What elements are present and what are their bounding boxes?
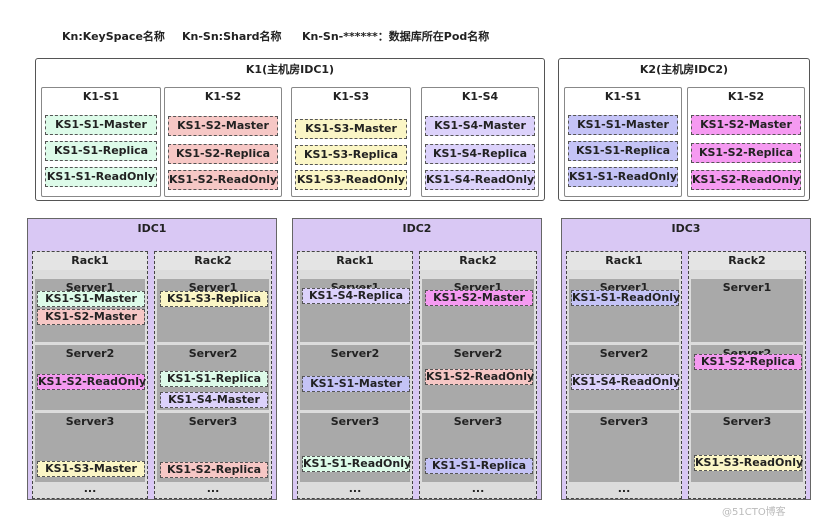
- keyspace-k2-box: K2(主机房IDC2) K1-S1 KS1-S1-Master KS1-S1-R…: [558, 58, 810, 201]
- idc2-rack2-server1: Server1: [422, 278, 534, 342]
- idc3-rack1: Rack1 Server1 Server2 Server3 KS1-S1-Rea…: [566, 251, 682, 499]
- pod-ks1-s1-replica: KS1-S1-Replica: [568, 141, 678, 161]
- pod-ks1-s2-replica: KS1-S2-Replica: [160, 462, 268, 478]
- pod-ks1-s4-replica: KS1-S4-Replica: [302, 288, 410, 304]
- idc2-box: IDC2 Rack1 Server1 Server2 Server3 KS1-S…: [292, 218, 542, 500]
- server-title: Server1: [188, 281, 238, 294]
- idc3-rack1-server3: Server3: [569, 412, 679, 482]
- rack-title: Rack2: [689, 252, 805, 270]
- pod-ks1-s4-readonly: KS1-S4-ReadOnly: [425, 170, 535, 190]
- pod-ks1-s1-readonly: KS1-S1-ReadOnly: [568, 167, 678, 187]
- pod-ks1-s1-master: KS1-S1-Master: [45, 115, 157, 135]
- server-title: Server2: [188, 347, 238, 360]
- pod-ks1-s2-master: KS1-S2-Master: [691, 115, 801, 135]
- shard-k1-s4: K1-S4 KS1-S4-Master KS1-S4-Replica KS1-S…: [421, 87, 539, 197]
- pod-ks1-s1-master: KS1-S1-Master: [568, 115, 678, 135]
- pod-ks1-s1-readonly: KS1-S1-ReadOnly: [302, 456, 412, 472]
- pod-ks1-s2-readonly: KS1-S2-ReadOnly: [168, 170, 278, 190]
- rack-ellipsis: ...: [617, 482, 631, 495]
- idc3-rack1-server1: Server1: [569, 278, 679, 342]
- rack-ellipsis: ...: [206, 482, 220, 495]
- keyspace-k2-title: K2(主机房IDC2): [639, 63, 729, 76]
- rack-ellipsis: ...: [83, 482, 97, 495]
- legend-pod: Kn-Sn-******：数据库所在Pod名称: [302, 30, 490, 43]
- pod-ks1-s3-replica: KS1-S3-Replica: [295, 145, 407, 165]
- idc2-rack1: Rack1 Server1 Server2 Server3 KS1-S4-Rep…: [297, 251, 413, 499]
- idc1-title: IDC1: [137, 222, 167, 235]
- pod-ks1-s1-replica: KS1-S1-Replica: [160, 371, 268, 387]
- pod-ks1-s1-master: KS1-S1-Master: [302, 376, 410, 392]
- server-title: Server1: [65, 281, 115, 294]
- pod-ks1-s2-master: KS1-S2-Master: [425, 290, 533, 306]
- pod-ks1-s2-readonly: KS1-S2-ReadOnly: [691, 170, 801, 190]
- pod-ks1-s3-readonly: KS1-S3-ReadOnly: [694, 455, 804, 471]
- pod-ks1-s1-replica: KS1-S1-Replica: [425, 458, 533, 474]
- shard-title: K1-S4: [461, 90, 499, 103]
- server-title: Server3: [722, 415, 772, 428]
- legend-shard: Kn-Sn:Shard名称: [182, 30, 282, 43]
- pod-ks1-s3-readonly: KS1-S3-ReadOnly: [295, 170, 407, 190]
- idc3-rack2: Rack2 Server1 Server2 Server3 KS1-S2-Rep…: [688, 251, 806, 499]
- pod-ks1-s2-replica: KS1-S2-Replica: [168, 144, 278, 164]
- pod-ks1-s4-replica: KS1-S4-Replica: [425, 144, 535, 164]
- keyspace-k1-box: K1(主机房IDC1) K1-S1 KS1-S1-Master KS1-S1-R…: [35, 58, 545, 201]
- rack-title: Rack2: [155, 252, 271, 270]
- pod-ks1-s3-replica: KS1-S3-Replica: [160, 291, 268, 307]
- idc3-rack2-server1: Server1: [691, 278, 803, 342]
- watermark: @51CTO博客: [722, 507, 786, 518]
- idc2-title: IDC2: [402, 222, 432, 235]
- rack-ellipsis: ...: [348, 482, 362, 495]
- shard-k1-s1: K1-S1 KS1-S1-Master KS1-S1-Replica KS1-S…: [41, 87, 161, 197]
- pod-ks1-s2-master: KS1-S2-Master: [168, 116, 278, 136]
- idc3-title: IDC3: [671, 222, 701, 235]
- server-title: Server3: [330, 415, 380, 428]
- pod-ks1-s3-master: KS1-S3-Master: [295, 119, 407, 139]
- server-title: Server3: [453, 415, 503, 428]
- rack-title: Rack1: [298, 252, 412, 270]
- rack-title: Rack1: [33, 252, 147, 270]
- pod-ks1-s1-master: KS1-S1-Master: [37, 291, 145, 307]
- idc3-rack2-server3: Server3: [691, 412, 803, 482]
- server-title: Server3: [65, 415, 115, 428]
- shard-k2-s1: K1-S1 KS1-S1-Master KS1-S1-Replica KS1-S…: [564, 87, 682, 197]
- pod-ks1-s3-master: KS1-S3-Master: [37, 461, 145, 477]
- server-title: Server3: [188, 415, 238, 428]
- pod-ks1-s2-master: KS1-S2-Master: [37, 309, 145, 325]
- shard-title: K1-S1: [82, 90, 120, 103]
- idc1-rack2: Rack2 Server1 Server2 Server3 KS1-S3-Rep…: [154, 251, 272, 499]
- rack-ellipsis: ...: [471, 482, 485, 495]
- idc2-rack2: Rack2 Server1 Server2 Server3 KS1-S2-Mas…: [419, 251, 537, 499]
- server-title: Server1: [722, 281, 772, 294]
- rack-title: Rack1: [567, 252, 681, 270]
- shard-title: K1-S1: [604, 90, 642, 103]
- idc1-rack1: Rack1 Server1 Server2 Server3 KS1-S1-Mas…: [32, 251, 148, 499]
- rack-title: Rack2: [420, 252, 536, 270]
- server-title: Server2: [599, 347, 649, 360]
- idc1-box: IDC1 Rack1 Server1 Server2 Server3 KS1-S…: [27, 218, 277, 500]
- shard-title: K1-S2: [204, 90, 242, 103]
- pod-ks1-s1-readonly: KS1-S1-ReadOnly: [571, 290, 681, 306]
- shard-title: K1-S2: [727, 90, 765, 103]
- pod-ks1-s2-replica: KS1-S2-Replica: [694, 354, 802, 370]
- server-title: Server2: [65, 347, 115, 360]
- shard-k1-s2: K1-S2 KS1-S2-Master KS1-S2-Replica KS1-S…: [164, 87, 282, 197]
- server-title: Server2: [330, 347, 380, 360]
- server-title: Server2: [453, 347, 503, 360]
- pod-ks1-s4-master: KS1-S4-Master: [425, 116, 535, 136]
- pod-ks1-s1-replica: KS1-S1-Replica: [45, 141, 157, 161]
- pod-ks1-s2-replica: KS1-S2-Replica: [691, 143, 801, 163]
- keyspace-k1-title: K1(主机房IDC1): [245, 63, 335, 76]
- pod-ks1-s1-readonly: KS1-S1-ReadOnly: [45, 167, 157, 187]
- legend-keyspace: Kn:KeySpace名称: [62, 30, 165, 43]
- pod-ks1-s2-readonly: KS1-S2-ReadOnly: [425, 369, 535, 385]
- pod-ks1-s4-master: KS1-S4-Master: [160, 392, 268, 408]
- pod-ks1-s4-readonly: KS1-S4-ReadOnly: [571, 374, 681, 390]
- shard-k2-s2: K1-S2 KS1-S2-Master KS1-S2-Replica KS1-S…: [687, 87, 805, 197]
- server-title: Server3: [599, 415, 649, 428]
- shard-k1-s3: K1-S3 KS1-S3-Master KS1-S3-Replica KS1-S…: [291, 87, 411, 197]
- shard-title: K1-S3: [332, 90, 370, 103]
- pod-ks1-s2-readonly: KS1-S2-ReadOnly: [37, 374, 147, 390]
- idc1-rack2-server1: Server1: [157, 278, 269, 342]
- idc3-box: IDC3 Rack1 Server1 Server2 Server3 KS1-S…: [561, 218, 811, 500]
